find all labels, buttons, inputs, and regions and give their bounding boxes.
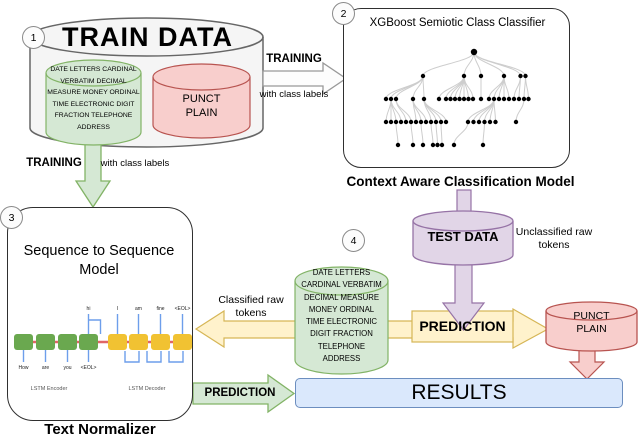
- encoder-input-word: <EOL>: [81, 365, 97, 371]
- training-arrow-right: [262, 61, 348, 96]
- classifier-caption: Context Aware Classification Model: [346, 174, 575, 189]
- cylinder-class-line: FRACTION TELEPHONE: [54, 112, 133, 120]
- training-down-sublabel: with class labels: [100, 158, 170, 169]
- seq2seq-title: Sequence to Sequence Model: [23, 243, 175, 278]
- train-class-list: DATE LETTERS CARDINAL VERBATIM DECIMAL MEA…: [47, 64, 140, 134]
- punct-arrow-down: [568, 348, 606, 380]
- encoder-input-word: How: [18, 365, 28, 371]
- prediction-band-label: PREDICTION: [419, 318, 506, 334]
- decoder-blocks: [108, 334, 192, 350]
- decoder-output-word: <EOL>: [175, 306, 191, 312]
- cylinder-class-line: DATE LETTERS: [312, 268, 371, 277]
- test-data-cylinder: [412, 210, 514, 266]
- cylinder-class-line: ADDRESS: [77, 123, 110, 131]
- step-badge-4: 4: [342, 229, 365, 252]
- test-data-label: TEST DATA: [427, 229, 499, 244]
- cylinder-class-line: CARDINAL VERBATIM: [301, 280, 382, 290]
- training-down-label: TRAINING: [26, 157, 82, 169]
- badge-number: 2: [340, 7, 347, 20]
- punct-plain-cylinder: [545, 301, 638, 352]
- train-classes-cylinder: [45, 59, 142, 146]
- encoder-output-word: hi: [87, 306, 91, 312]
- badge-number: 4: [350, 234, 357, 247]
- prediction-green-label: PREDICTION: [204, 387, 276, 399]
- training-right-label: TRAINING: [266, 53, 322, 65]
- decoder-output-word: fine: [156, 306, 164, 312]
- encoder-input-word: are: [42, 365, 49, 371]
- results-label: RESULTS: [411, 381, 507, 404]
- badge-number: 3: [8, 211, 15, 224]
- cylinder-class-line: MEASURE MONEY ORDINAL: [47, 89, 140, 97]
- cylinder-class-line: TIME ELECTRONIC DIGIT: [52, 100, 135, 108]
- classifier-title: XGBoost Semiotic Class Classifier: [369, 17, 546, 29]
- classified-classes-cylinder: [294, 266, 389, 375]
- cylinder-class-line: TELEPHONE: [317, 341, 366, 351]
- results-box: RESULTS: [295, 378, 623, 408]
- punct-plain-label: PUNCT PLAIN: [573, 310, 610, 335]
- boosted-tree-graphic: [383, 48, 531, 148]
- training-arrow-down: [74, 138, 112, 209]
- unclassified-note: Unclassified raw tokens: [515, 226, 593, 251]
- cylinder-class-line: TIME ELECTRONIC: [305, 317, 378, 327]
- cylinder-class-line: DATE LETTERS CARDINAL: [50, 66, 137, 73]
- seq2seq-blue-connectors: [22, 314, 184, 363]
- prediction-arrow-right: [192, 373, 296, 414]
- cylinder-class-line: VERBATIM DECIMAL: [60, 77, 127, 85]
- decoder-output-word: am: [135, 306, 142, 312]
- cylinder-class-line: MONEY ORDINAL: [308, 304, 375, 314]
- cylinder-class-line: ADDRESS: [322, 354, 361, 364]
- step-badge-3: 3: [0, 206, 23, 229]
- step-badge-1: 1: [22, 26, 45, 49]
- classified-class-list: DATE LETTERS CARDINAL VERBATIM DECIMAL MEA…: [296, 267, 387, 365]
- seq2seq-caption: Text Normalizer: [44, 421, 156, 438]
- classified-note: Classified raw tokens: [218, 294, 284, 319]
- train-punct-cylinder: [152, 63, 251, 139]
- seq2seq-panel: Sequence to Sequence Model: [7, 207, 193, 421]
- classifier-panel: XGBoost Semiotic Class Classifier: [343, 8, 570, 168]
- cylinder-class-line: DECIMAL MEASURE: [303, 292, 380, 302]
- badge-number: 1: [30, 31, 37, 44]
- train-data-title: TRAIN DATA: [62, 22, 233, 52]
- testdata-arrow-down: [441, 261, 486, 331]
- encoder-input-word: you: [63, 365, 71, 371]
- encoder-blocks: [14, 334, 98, 350]
- seq2seq-diagram: How are you <EOL> hi I am fine <EOL> LST…: [14, 306, 192, 392]
- training-right-sublabel: with class labels: [259, 89, 329, 100]
- cylinder-class-line: DIGIT FRACTION: [310, 329, 373, 339]
- decoder-output-word: I: [117, 306, 118, 312]
- train-punct-label: PUNCT PLAIN: [182, 93, 221, 119]
- step-badge-2: 2: [332, 2, 355, 25]
- encoder-label: LSTM Encoder: [31, 386, 68, 392]
- decoder-label: LSTM Decoder: [129, 386, 166, 392]
